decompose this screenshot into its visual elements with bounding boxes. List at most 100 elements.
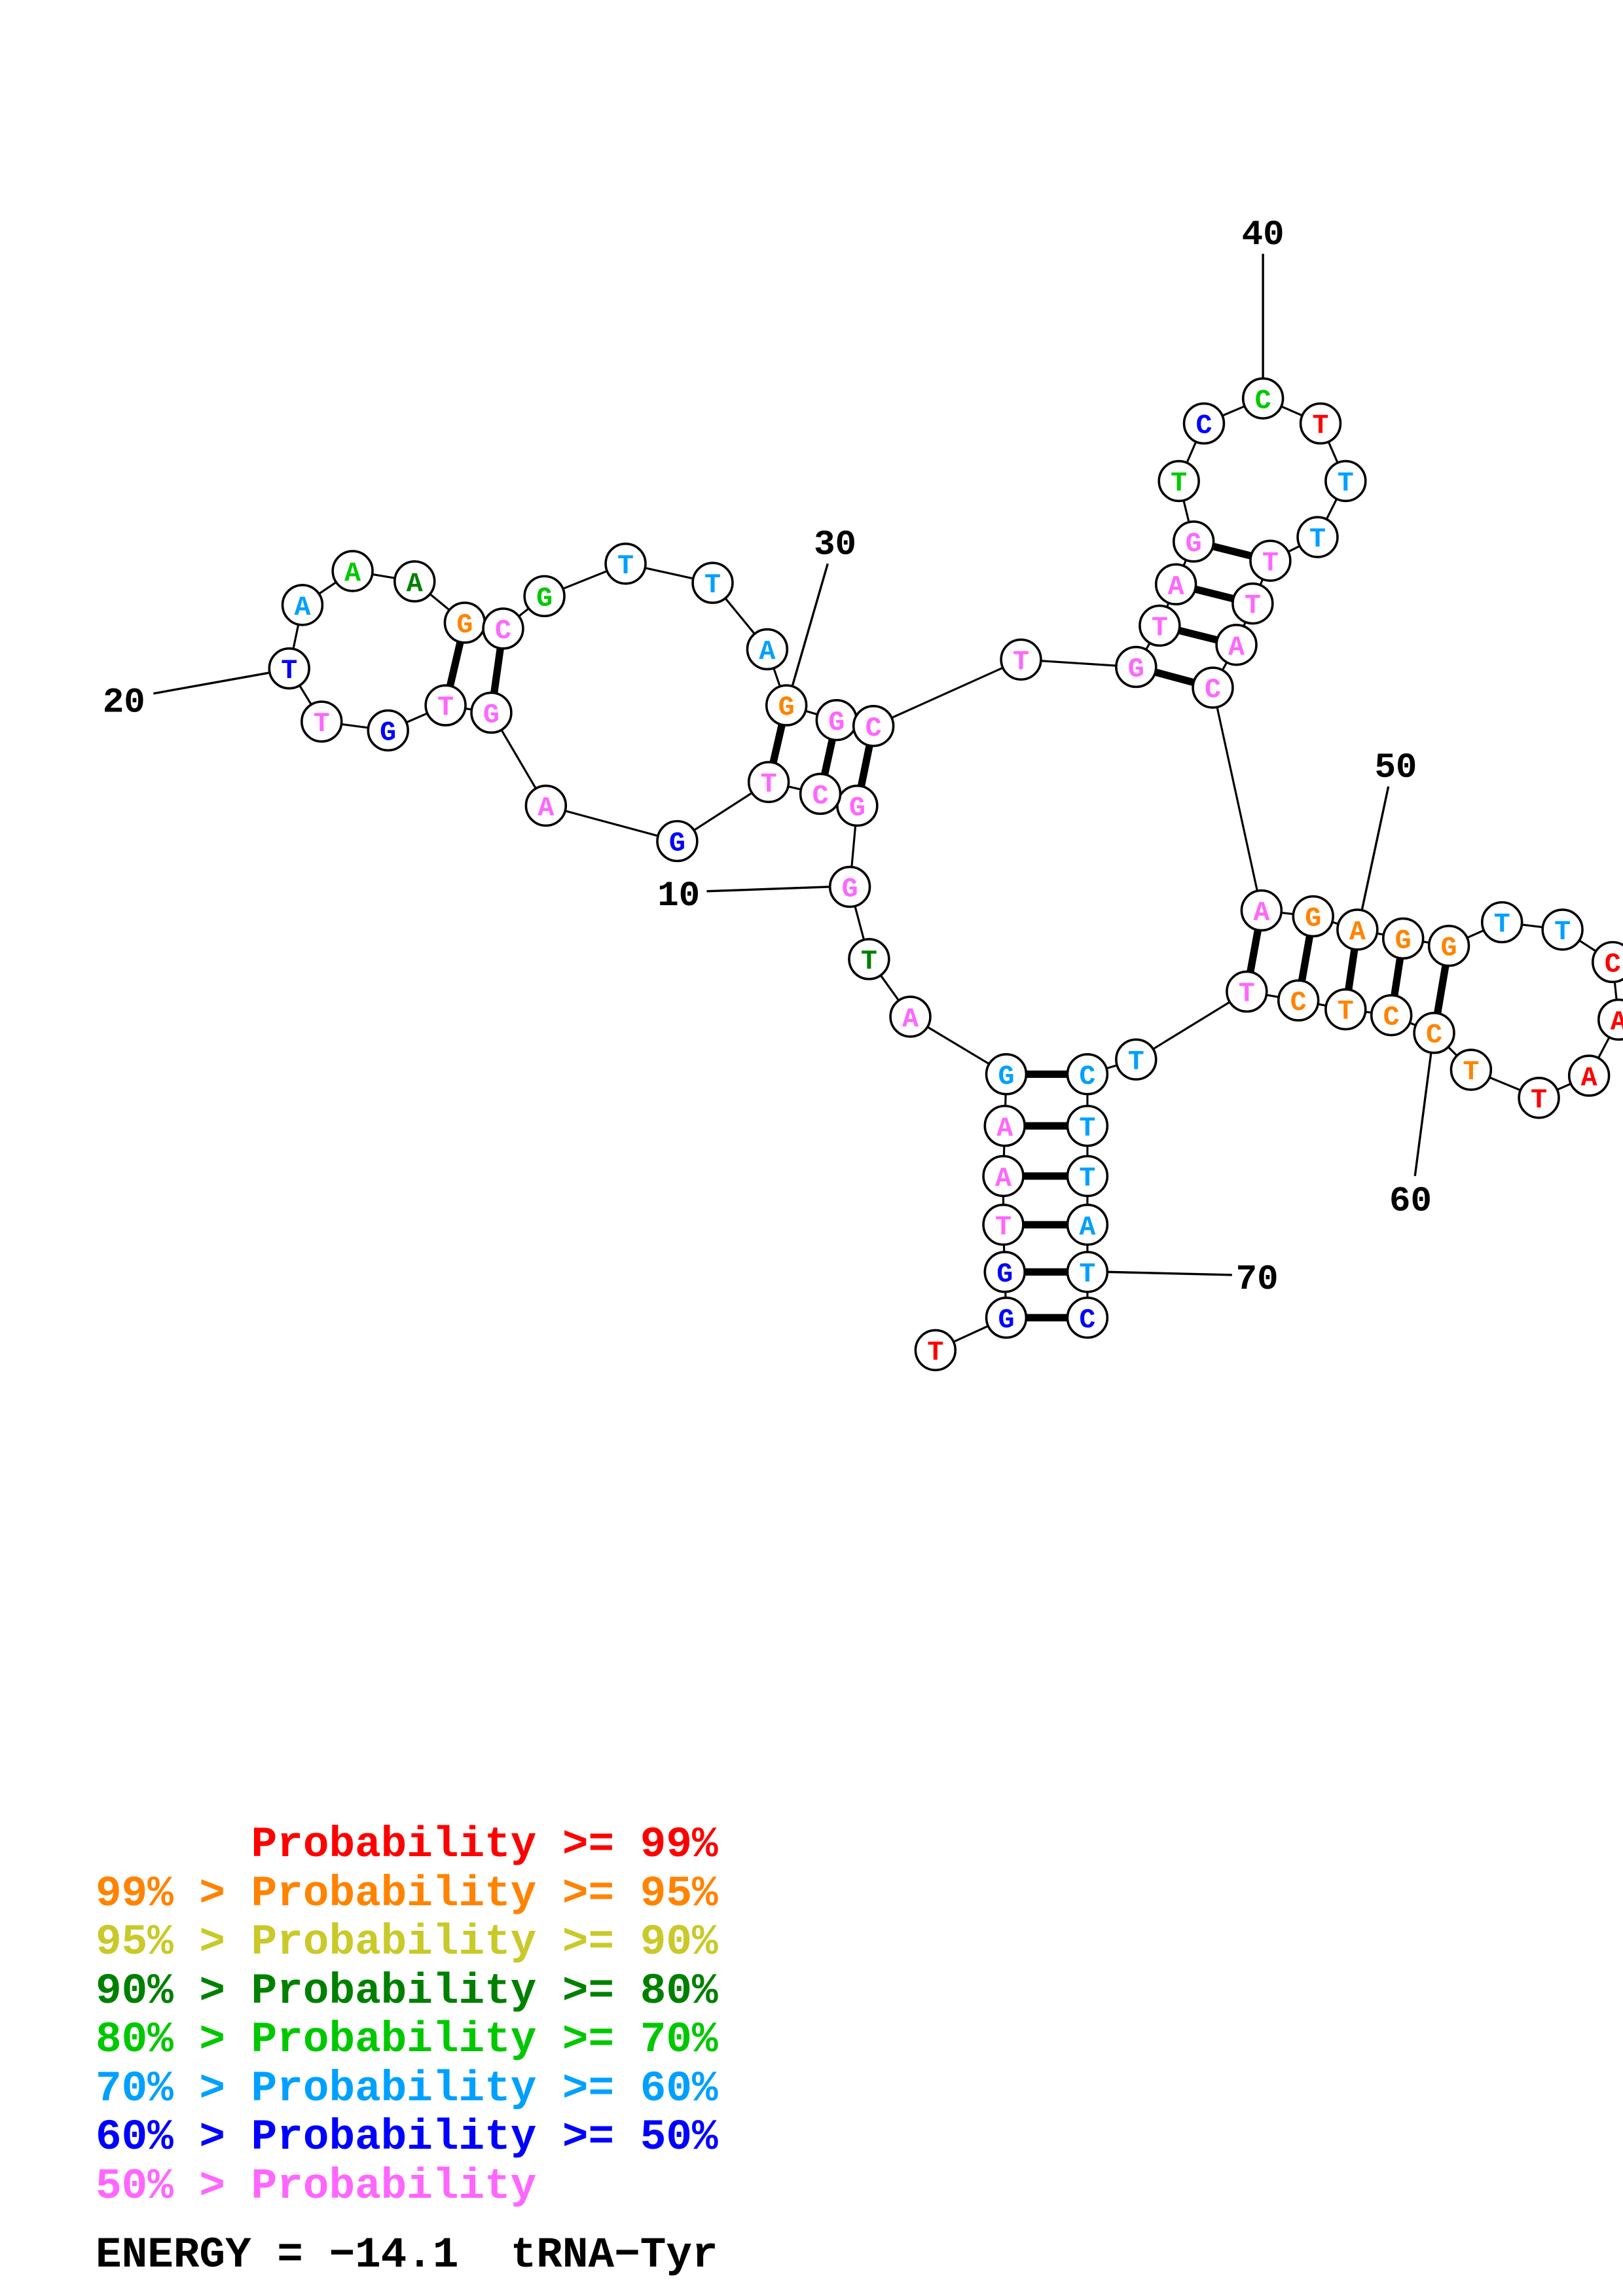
nucleotide-base: T <box>1079 1162 1095 1194</box>
nucleotide-circle <box>1139 604 1181 647</box>
nucleotide-base: C <box>1205 674 1221 706</box>
backbone-bond <box>1211 687 1263 911</box>
nucleotide-base: A <box>1228 632 1245 663</box>
nucleotide-base: G <box>536 583 553 614</box>
nucleotide-circle <box>1066 1251 1109 1293</box>
nucleotide-circle <box>982 1155 1025 1198</box>
nucleotide-circle <box>1215 623 1258 666</box>
nucleotide-base: T <box>1079 1113 1095 1144</box>
nucleotide-base: T <box>761 768 777 800</box>
nucleotide-base: T <box>704 569 721 601</box>
nucleotide-circle <box>268 647 310 690</box>
nucleotide-base: T <box>1013 646 1029 677</box>
nucleotide-base: G <box>842 874 858 905</box>
nucleotide-circle <box>1592 941 1623 984</box>
nucleotide-base: T <box>1554 916 1571 948</box>
nucleotide-base: T <box>1494 909 1510 941</box>
nucleotide-base: T <box>1312 410 1328 442</box>
nucleotide-base: A <box>1079 1211 1096 1243</box>
legend-item: 99% > Probability >= 95% <box>96 1869 718 1918</box>
nucleotide-base: T <box>1531 1085 1547 1116</box>
nucleotide-circle <box>604 542 647 585</box>
nucleotide-circle <box>982 1203 1025 1246</box>
legend-item: 90% > Probability >= 80% <box>96 1966 718 2016</box>
nucleotide-circle <box>1567 1054 1611 1097</box>
nucleotide-base: T <box>1152 612 1168 643</box>
nucleotide-base: G <box>1186 528 1202 560</box>
nucleotide-circle <box>1249 539 1292 582</box>
legend-item: 50% > Probability <box>96 2161 537 2211</box>
nucleotide-circle <box>1066 1297 1109 1339</box>
nucleotide-base: T <box>1128 1046 1144 1077</box>
position-label-line <box>791 563 829 687</box>
legend-item: 60% > Probability >= 50% <box>96 2113 718 2162</box>
nucleotide-base: G <box>1395 925 1412 956</box>
nucleotide-base: T <box>1171 468 1187 499</box>
nucleotide-base: T <box>1309 524 1326 555</box>
nucleotide-circle <box>1324 988 1367 1031</box>
nucleotide-circle <box>1066 1203 1109 1246</box>
nucleotide-circle <box>1480 901 1523 944</box>
nucleotide-circle <box>1241 377 1285 420</box>
nucleotide-base: A <box>996 1113 1013 1144</box>
nucleotide-circle <box>1336 908 1379 951</box>
nucleotide-base: C <box>1079 1304 1095 1336</box>
nucleotide-base: G <box>849 793 866 824</box>
nucleotide-circle <box>1324 459 1367 503</box>
nucleotide-base: A <box>995 1162 1012 1194</box>
nucleotide-circle <box>1450 1049 1493 1091</box>
position-label-line <box>706 886 830 893</box>
nucleotide-base: G <box>1305 903 1321 935</box>
nucleotide-circle <box>1296 516 1339 558</box>
nucleotide-base: G <box>1441 933 1457 964</box>
nucleotide-base: G <box>998 1061 1014 1092</box>
nucleotide-base: A <box>759 636 776 668</box>
nucleotide-base: C <box>812 781 829 812</box>
nucleotide-circle <box>1277 979 1320 1022</box>
nucleotide-circle <box>848 938 890 980</box>
nucleotide-base: C <box>1195 410 1212 442</box>
nucleotide-base: T <box>617 550 634 582</box>
nucleotide-base: A <box>902 1003 919 1035</box>
nucleotide-circle <box>765 684 808 726</box>
nucleotide-base: T <box>1262 547 1279 579</box>
nucleotide-base: G <box>483 700 500 731</box>
energy-annotation: ENERGY = −14.1 tRNA−Tyr <box>96 2231 718 2280</box>
nucleotide-circle <box>656 819 699 863</box>
nucleotide-circle <box>424 684 467 726</box>
nucleotide-base: G <box>456 609 473 641</box>
position-label: 10 <box>657 876 700 916</box>
nucleotide-base: A <box>344 558 361 589</box>
position-label-line <box>1413 1052 1432 1177</box>
nucleotide-circle <box>1381 917 1425 960</box>
nucleotide-circle <box>983 1251 1026 1293</box>
nucleotide-base: G <box>778 692 795 723</box>
nucleotide-base: G <box>1128 654 1144 685</box>
position-label: 50 <box>1374 748 1417 788</box>
nucleotide-circle <box>367 709 409 752</box>
backbone-bond <box>873 658 1022 727</box>
nucleotide-circle <box>1292 895 1334 938</box>
nucleotide-circle <box>1182 402 1226 445</box>
nucleotide-base: C <box>1383 1002 1400 1033</box>
nucleotide-base: A <box>1581 1062 1598 1094</box>
nucleotide-circle <box>393 560 436 603</box>
nucleotide-circle <box>1115 1038 1158 1081</box>
backbone-bond <box>545 804 678 842</box>
nucleotide-base: G <box>669 828 685 859</box>
nucleotide-circle <box>1154 563 1197 606</box>
nucleotide-base: A <box>407 568 424 600</box>
position-label: 20 <box>103 683 145 723</box>
nucleotide-base: A <box>1168 571 1185 602</box>
nucleotide-base: T <box>1338 468 1354 499</box>
position-label-line <box>1108 1270 1232 1276</box>
nucleotide-circle <box>1115 645 1158 689</box>
nucleotide-circle <box>470 691 513 734</box>
nucleotide-base: T <box>995 1211 1012 1243</box>
nucleotide-circle <box>523 575 566 618</box>
legend-item: Probability >= 99% <box>96 1820 718 1869</box>
nucleotide-circle <box>1299 402 1342 445</box>
nucleotide-circle <box>746 628 789 671</box>
nucleotide-circle <box>691 562 734 604</box>
